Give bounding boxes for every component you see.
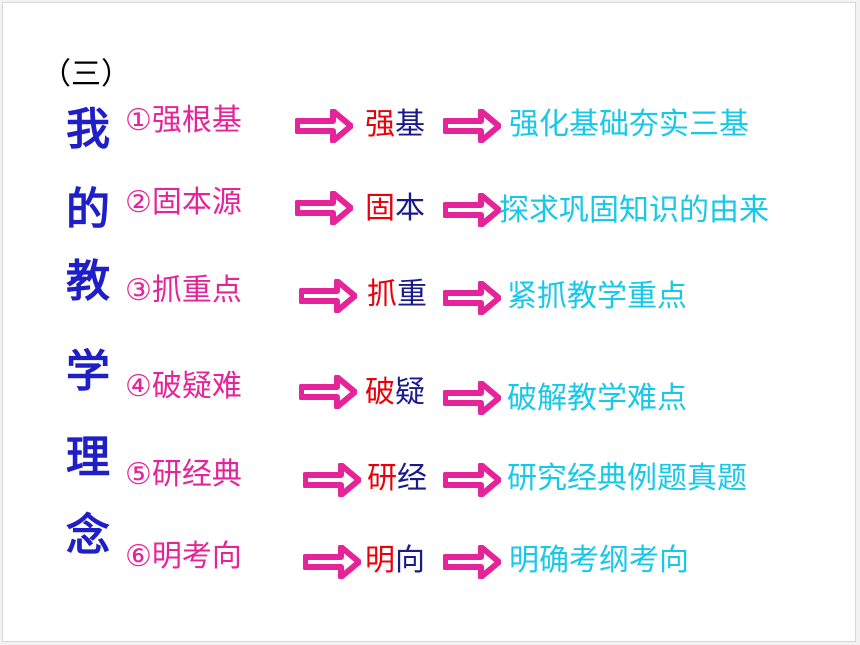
short-1-first: 强 [365, 107, 395, 142]
right-arrow-icon [299, 375, 357, 409]
right-arrow-icon [443, 381, 501, 415]
item-2: ②固本源 [125, 185, 242, 220]
title-char-6: 念 [66, 510, 110, 561]
short-5-second: 经 [397, 461, 427, 496]
right-arrow-icon [303, 463, 361, 497]
short-5-first: 研 [367, 461, 397, 496]
title-char-1: 我 [66, 104, 110, 155]
short-4-second: 疑 [395, 375, 425, 410]
title-char-2: 的 [66, 184, 110, 235]
desc-4: 破解教学难点 [507, 381, 687, 416]
right-arrow-icon [443, 463, 501, 497]
short-6-first: 明 [365, 543, 395, 578]
short-3: 抓重 [367, 277, 427, 313]
short-2-second: 本 [395, 191, 425, 226]
short-1-second: 基 [395, 107, 425, 142]
short-2: 固本 [365, 191, 425, 227]
short-6: 明向 [365, 543, 425, 579]
right-arrow-icon [443, 193, 501, 227]
right-arrow-icon [303, 545, 361, 579]
item-5: ⑤研经典 [125, 457, 242, 492]
short-1: 强基 [365, 107, 425, 143]
right-arrow-icon [443, 545, 501, 579]
title-char-5: 理 [66, 432, 110, 483]
right-arrow-icon [443, 281, 501, 315]
short-6-second: 向 [395, 543, 425, 578]
item-6: ⑥明考向 [125, 539, 242, 574]
short-4-first: 破 [365, 375, 395, 410]
section-label: （三） [41, 57, 131, 92]
title-char-3: 教 [66, 256, 110, 307]
short-3-second: 重 [397, 277, 427, 312]
short-4: 破疑 [365, 375, 425, 411]
item-1: ①强根基 [125, 103, 242, 138]
desc-6: 明确考纲考向 [509, 543, 689, 578]
desc-1: 强化基础夯实三基 [509, 107, 749, 142]
item-3: ③抓重点 [125, 273, 242, 308]
right-arrow-icon [443, 109, 501, 143]
desc-5: 研究经典例题真题 [507, 461, 747, 496]
right-arrow-icon [295, 109, 353, 143]
short-5: 研经 [367, 461, 427, 497]
desc-2: 探求巩固知识的由来 [499, 193, 769, 228]
short-2-first: 固 [365, 191, 395, 226]
desc-3: 紧抓教学重点 [507, 279, 687, 314]
short-3-first: 抓 [367, 277, 397, 312]
right-arrow-icon [295, 191, 353, 225]
right-arrow-icon [299, 279, 357, 313]
title-char-4: 学 [66, 346, 110, 397]
item-4: ④破疑难 [125, 369, 242, 404]
